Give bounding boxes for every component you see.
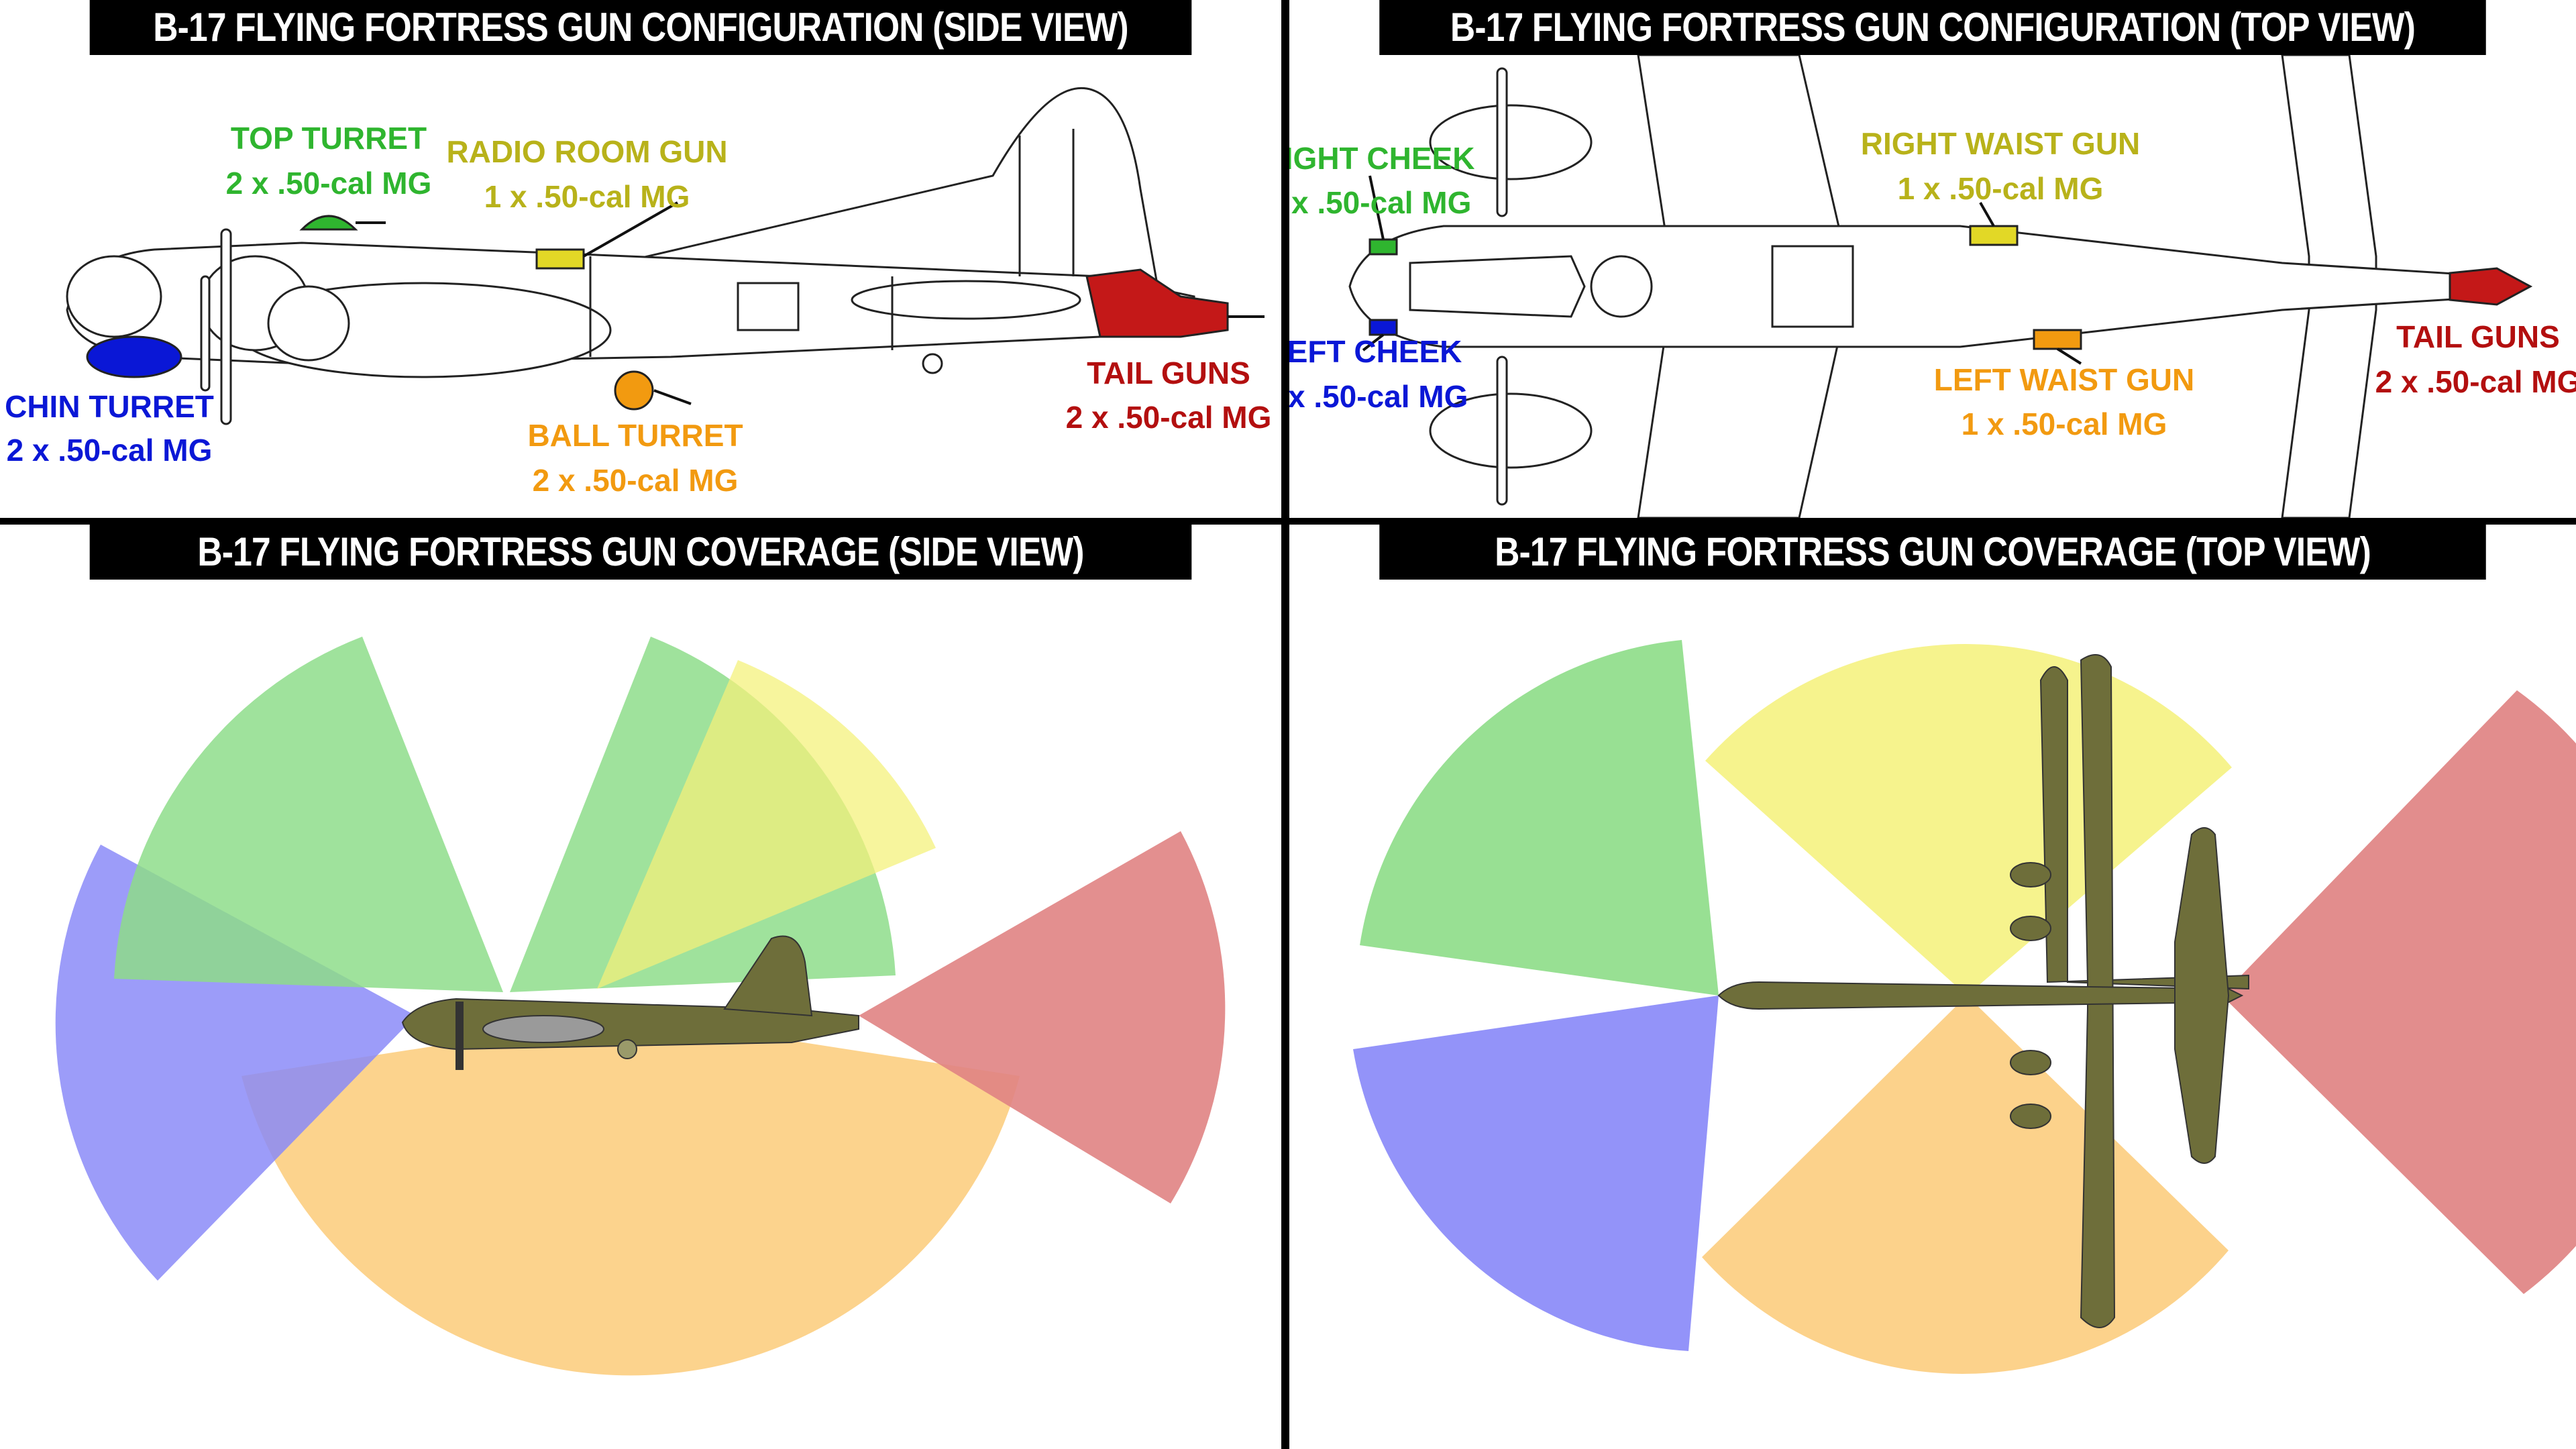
panel-title: B-17 FLYING FORTRESS GUN CONFIGURATION (… [1379, 0, 2486, 55]
left-waist-coverage [1702, 996, 2229, 1374]
right-cheek-coverage [1360, 640, 1719, 996]
tail-guns-guns: 2 x .50-cal MG [1066, 400, 1272, 435]
radio-room-gun-coverage [597, 660, 936, 989]
radio-room-gun-label: RADIO ROOM GUN [446, 134, 727, 169]
engine-nacelle [1429, 104, 1593, 180]
propeller [1496, 356, 1508, 506]
panel-top-coverage: B-17 FLYING FORTRESS GUN COVERAGE (TOP V… [1289, 525, 2576, 1449]
right-cheek-guns: 1 x .50-cal MG [1289, 185, 1471, 220]
tail-guns-coverage [2222, 690, 2576, 1294]
tail-guns-marker [2449, 267, 2533, 306]
right-cheek-label: RIGHT CHEEK [1289, 141, 1474, 176]
chin-turret-marker [86, 335, 182, 378]
tail-wheel [922, 353, 943, 374]
panel-title: B-17 FLYING FORTRESS GUN CONFIGURATION (… [89, 0, 1192, 55]
right-waist-label: RIGHT WAIST GUN [1861, 126, 2141, 161]
chin-turret-label: CHIN TURRET [5, 389, 214, 424]
tail-fin [590, 87, 1162, 305]
engine-nacelle [267, 285, 350, 362]
engine-nacelle [1429, 392, 1593, 469]
radio-room-gun-guns: 1 x .50-cal MG [484, 179, 690, 214]
ball-turret-coverage [241, 1016, 1020, 1376]
right-waist-guns: 1 x .50-cal MG [1898, 171, 2104, 206]
ball-turret-label: BALL TURRET [527, 418, 743, 453]
propeller [1496, 67, 1508, 217]
radio-room [1771, 245, 1854, 328]
waist-window [737, 282, 800, 331]
top-turret-guns: 2 x .50-cal MG [226, 166, 432, 201]
tail-guns-label: TAIL GUNS [2396, 319, 2560, 354]
ball-turret-marker [614, 370, 654, 411]
tail-guns-guns: 2 x .50-cal MG [2375, 364, 2576, 399]
panel-side-coverage: B-17 FLYING FORTRESS GUN COVERAGE (SIDE … [0, 525, 1281, 1449]
top-coverage-diagram [1353, 640, 2576, 1374]
top-turret-label: TOP TURRET [231, 121, 427, 156]
nose-glazing [66, 255, 162, 338]
left-waist-guns: 1 x .50-cal MG [1962, 407, 2167, 441]
side-config-diagram [66, 87, 1265, 425]
tail-guns-coverage [859, 831, 1226, 1203]
left-waist-label: LEFT WAIST GUN [1934, 362, 2194, 397]
side-coverage-diagram [55, 637, 1226, 1376]
b17-side-silhouette [401, 935, 859, 1070]
panel-side-configuration: B-17 FLYING FORTRESS GUN CONFIGURATION (… [0, 0, 1281, 518]
tail-guns-label: TAIL GUNS [1087, 356, 1250, 390]
horizontal-stabilizer [851, 280, 1081, 320]
top-config-labels: RIGHT CHEEK 1 x .50-cal MG LEFT CHEEK 1 … [1289, 126, 2576, 441]
panel-title: B-17 FLYING FORTRESS GUN COVERAGE (SIDE … [89, 525, 1192, 580]
left-cheek-coverage [1353, 996, 1719, 1351]
propeller [200, 275, 211, 392]
right-waist-coverage [1705, 644, 2232, 996]
left-cheek-label: LEFT CHEEK [1289, 334, 1462, 369]
panel-title: B-17 FLYING FORTRESS GUN COVERAGE (TOP V… [1379, 525, 2486, 580]
ball-turret-guns: 2 x .50-cal MG [533, 463, 739, 498]
top-turret [1590, 255, 1653, 318]
b17-top-silhouette [1717, 654, 2249, 1328]
left-cheek-guns: 1 x .50-cal MG [1289, 379, 1468, 414]
propeller [220, 228, 232, 425]
top-turret-marker [299, 215, 358, 231]
panel-top-configuration: B-17 FLYING FORTRESS GUN CONFIGURATION (… [1289, 0, 2576, 518]
chin-turret-guns: 2 x .50-cal MG [7, 433, 213, 468]
top-config-diagram [1348, 55, 2533, 518]
side-config-labels: TOP TURRET 2 x .50-cal MG RADIO ROOM GUN… [5, 121, 1272, 498]
radio-room-gun-marker [535, 248, 585, 270]
top-turret-forward-coverage [114, 637, 503, 992]
